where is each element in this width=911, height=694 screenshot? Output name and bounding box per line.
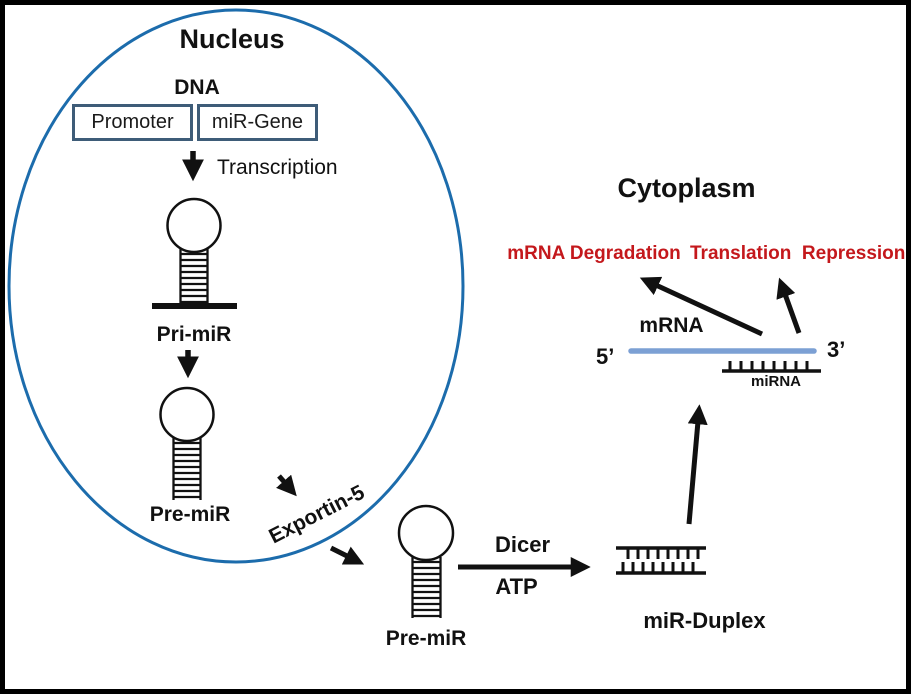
duplex-to-mrna-arrow <box>686 404 708 525</box>
diagram-shapes <box>7 8 821 618</box>
mrna-label: mRNA <box>639 314 704 337</box>
transcription-label: Transcription <box>217 156 338 179</box>
mir-duplex-label: miR-Duplex <box>643 608 766 633</box>
pre-mir-nuclear-label: Pre-miR <box>149 503 231 526</box>
promoter-cell: Promoter <box>72 104 193 141</box>
mir-gene-cell: miR-Gene <box>197 104 318 141</box>
repression-arrow <box>776 277 802 334</box>
five-prime-label: 5’ <box>596 344 615 369</box>
nucleus-ellipse <box>7 8 465 564</box>
dna-label: DNA <box>174 76 220 99</box>
dna-gene-box: Promoter miR-Gene <box>72 104 318 141</box>
mirna-label: miRNA <box>750 373 801 390</box>
translation-repression-label: Translation Repression <box>690 243 906 264</box>
atp-label: ATP <box>495 574 538 599</box>
mrna-degradation-label: mRNA Degradation <box>507 243 681 264</box>
mirna-comb <box>722 361 821 373</box>
pre-mir-hairpin-cytoplasmic <box>397 504 455 618</box>
cytoplasm-title: Cytoplasm <box>617 173 756 203</box>
degradation-arrow <box>639 276 764 337</box>
exportin-arrow-lower <box>329 545 365 565</box>
three-prime-label: 3’ <box>827 337 846 362</box>
nucleus-title: Nucleus <box>179 24 285 54</box>
pre-mir-cytoplasmic-label: Pre-miR <box>385 627 467 650</box>
pri-mir-hairpin <box>152 197 237 309</box>
mir-duplex-shape <box>616 546 706 575</box>
pri-mir-label: Pri-miR <box>156 323 232 346</box>
exportin-arrow-upper <box>276 474 297 497</box>
pre-mir-hairpin-nuclear <box>159 386 215 500</box>
dicer-label: Dicer <box>494 532 551 557</box>
